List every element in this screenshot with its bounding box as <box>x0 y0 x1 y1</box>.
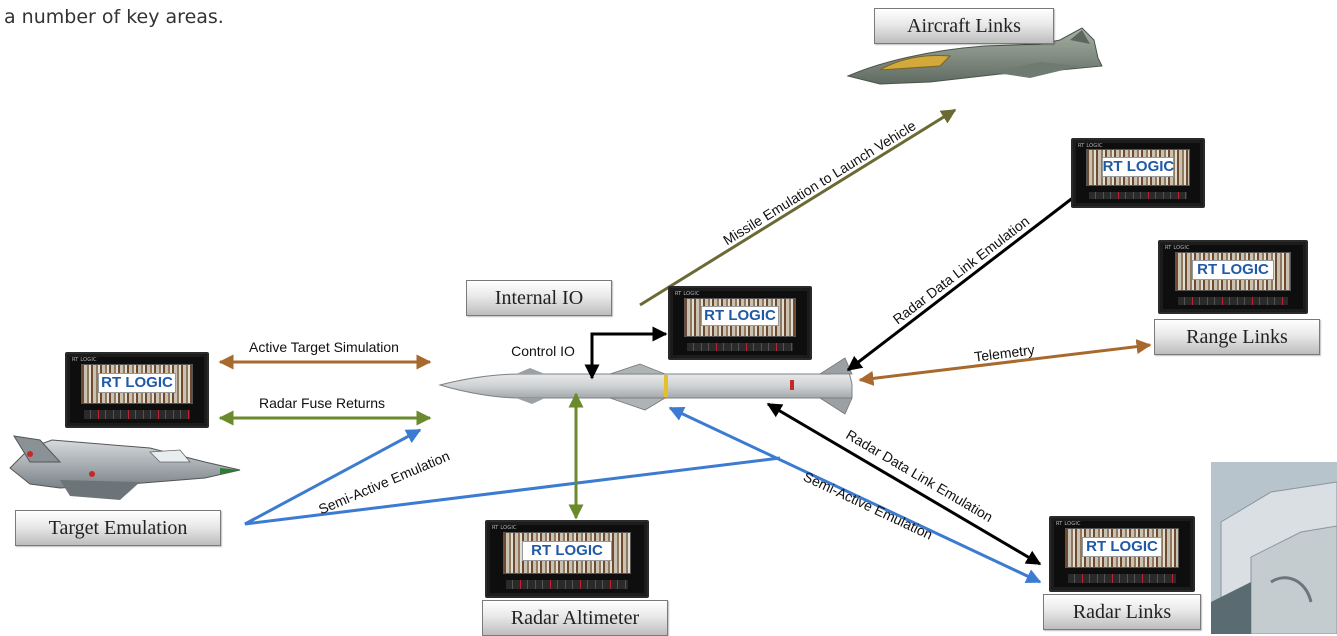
node-target-emulation: Target Emulation <box>15 510 221 546</box>
label-control-io: Control IO <box>511 343 575 359</box>
device-internal-io: RT LOGIC RT LOGIC <box>668 286 812 360</box>
device-logo: RT LOGIC <box>97 372 177 393</box>
device-panel <box>686 342 794 351</box>
device-tag: RT LOGIC <box>492 525 517 531</box>
arrow-missile-emulation <box>639 108 957 307</box>
device-logo: RT LOGIC <box>522 541 612 562</box>
device-tag: RT LOGIC <box>1056 521 1081 527</box>
node-range-links: Range Links <box>1154 319 1320 355</box>
arrow-semi-active-left <box>244 428 781 526</box>
intro-text: a number of key areas. <box>4 2 344 33</box>
node-radar-links: Radar Links <box>1043 594 1201 630</box>
target-aircraft-image <box>9 435 241 500</box>
device-logo: RT LOGIC <box>1082 536 1162 557</box>
label-radar-datalink-upper: Radar Data Link Emulation <box>890 213 1032 328</box>
device-panel <box>83 410 191 419</box>
device-panel <box>1068 574 1176 583</box>
device-panel <box>1088 191 1188 200</box>
label-radar-fuse: Radar Fuse Returns <box>259 395 385 411</box>
label-active-target: Active Target Simulation <box>249 339 399 355</box>
device-target-side: RT LOGIC RT LOGIC <box>65 352 209 428</box>
device-panel <box>506 579 628 589</box>
arrow-radar-datalink-upper <box>846 195 1075 372</box>
device-tag: RT LOGIC <box>1078 143 1103 149</box>
missile-image <box>438 357 853 415</box>
arrow-telemetry <box>858 339 1152 386</box>
device-logo: RT LOGIC <box>1192 260 1274 281</box>
arrow-control-io <box>584 326 668 380</box>
device-logo: RT LOGIC <box>700 306 780 327</box>
intro-line-2: a number of key areas. <box>4 6 224 28</box>
aircraft-image <box>846 27 1103 85</box>
label-missile-emulation: Missile Emulation to Launch Vehicle <box>720 117 919 248</box>
device-tag: RT LOGIC <box>1165 245 1190 251</box>
node-aircraft-links: Aircraft Links <box>874 8 1054 44</box>
device-tag: RT LOGIC <box>675 291 700 297</box>
device-tag: RT LOGIC <box>72 357 97 363</box>
ship-image <box>1211 462 1337 634</box>
device-panel <box>1177 296 1289 305</box>
node-internal-io: Internal IO <box>466 280 612 316</box>
node-radar-altimeter: Radar Altimeter <box>482 600 668 636</box>
device-aircraft-side: RT LOGIC RT LOGIC <box>1071 138 1205 208</box>
label-telemetry: Telemetry <box>973 341 1035 364</box>
device-logo: RT LOGIC <box>1101 157 1175 178</box>
device-radar-links: RT LOGIC RT LOGIC <box>1049 516 1195 592</box>
arrow-semi-active-right <box>668 406 1042 584</box>
device-range-side: RT LOGIC RT LOGIC <box>1158 240 1308 314</box>
device-radar-altimeter: RT LOGIC RT LOGIC <box>485 520 649 598</box>
